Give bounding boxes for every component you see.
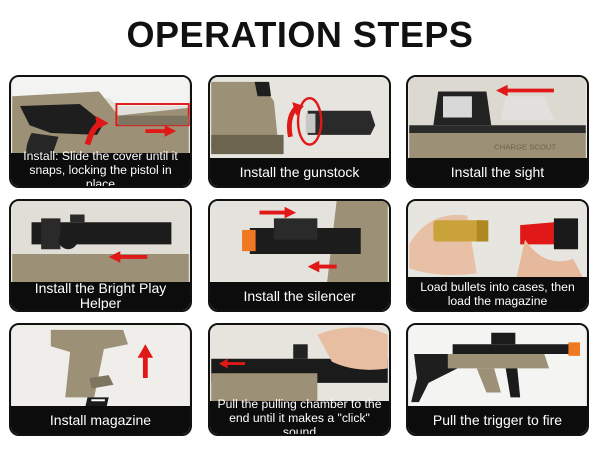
step-card-5: Install the silencer <box>208 199 391 312</box>
step-card-4: Install the Bright Play Helper <box>9 199 192 312</box>
step-caption-5: Install the silencer <box>210 282 389 310</box>
step-card-6: Load bullets into cases, then load the m… <box>406 199 589 312</box>
step-caption-4: Install the Bright Play Helper <box>11 281 190 310</box>
svg-text:CHARGE SCOUT: CHARGE SCOUT <box>494 142 556 151</box>
step-caption-6: Load bullets into cases, then load the m… <box>408 277 587 310</box>
step-caption-9: Pull the trigger to fire <box>408 406 587 434</box>
step-card-7: Install magazine <box>9 323 192 436</box>
step-caption-8: Pull the pulling chamber to the end unti… <box>210 397 389 434</box>
page-title: OPERATION STEPS <box>126 14 474 55</box>
step-card-3: CHARGE SCOUT Install the sight <box>406 75 589 188</box>
step-caption-2: Install the gunstock <box>210 158 389 186</box>
step-caption-3: Install the sight <box>408 158 587 186</box>
step-card-8: Pull the pulling chamber to the end unti… <box>208 323 391 436</box>
step-card-9: Pull the trigger to fire <box>406 323 589 436</box>
step-caption-7: Install magazine <box>11 406 190 434</box>
step-card-1: Install: Slide the cover until it snaps,… <box>9 75 192 188</box>
step-caption-1: Install: Slide the cover until it snaps,… <box>11 149 190 186</box>
step-card-2: Install the gunstock <box>208 75 391 188</box>
